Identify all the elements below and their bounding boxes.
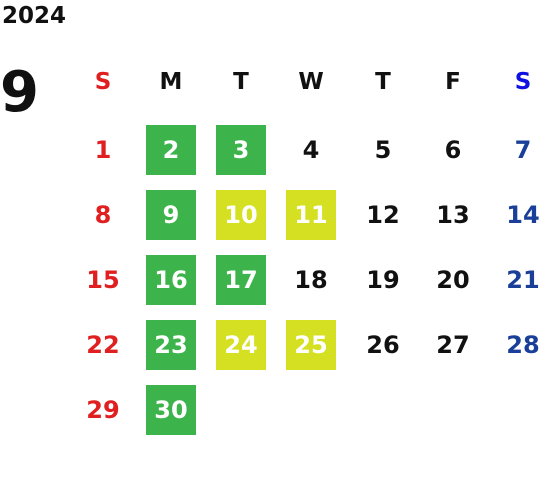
- day-cell[interactable]: 9: [146, 190, 196, 240]
- weekday-label: S: [514, 69, 532, 95]
- day-cell[interactable]: 3: [216, 125, 266, 175]
- day-cell[interactable]: 7: [514, 136, 532, 164]
- day-cell[interactable]: 17: [216, 255, 266, 305]
- day-cell[interactable]: 11: [286, 190, 336, 240]
- weekday-label: W: [298, 69, 324, 95]
- weekday-label: T: [233, 69, 249, 95]
- day-cell[interactable]: 22: [86, 331, 120, 359]
- day-cell[interactable]: 5: [374, 136, 392, 164]
- day-cell[interactable]: 13: [436, 201, 470, 229]
- day-cell[interactable]: 15: [86, 266, 120, 294]
- day-cell[interactable]: 28: [506, 331, 540, 359]
- year-label: 2024: [2, 3, 67, 29]
- day-cell[interactable]: 4: [302, 136, 320, 164]
- day-cell[interactable]: 19: [366, 266, 400, 294]
- day-cell[interactable]: 12: [366, 201, 400, 229]
- day-cell[interactable]: 24: [216, 320, 266, 370]
- day-cell[interactable]: 16: [146, 255, 196, 305]
- month-number: 9: [0, 60, 39, 125]
- day-cell[interactable]: 1: [94, 136, 112, 164]
- day-cell[interactable]: 14: [506, 201, 540, 229]
- day-cell[interactable]: 10: [216, 190, 266, 240]
- day-cell[interactable]: 30: [146, 385, 196, 435]
- weekday-label: S: [94, 69, 112, 95]
- day-cell[interactable]: 29: [86, 396, 120, 424]
- day-cell[interactable]: 6: [444, 136, 462, 164]
- day-cell[interactable]: 27: [436, 331, 470, 359]
- weekday-label: F: [445, 69, 461, 95]
- weekday-label: T: [375, 69, 391, 95]
- day-cell[interactable]: 23: [146, 320, 196, 370]
- day-cell[interactable]: 20: [436, 266, 470, 294]
- day-cell[interactable]: 21: [506, 266, 540, 294]
- day-cell[interactable]: 8: [94, 201, 112, 229]
- day-cell[interactable]: 18: [294, 266, 328, 294]
- weekday-label: M: [159, 69, 183, 95]
- day-cell[interactable]: 25: [286, 320, 336, 370]
- day-cell[interactable]: 26: [366, 331, 400, 359]
- day-cell[interactable]: 2: [146, 125, 196, 175]
